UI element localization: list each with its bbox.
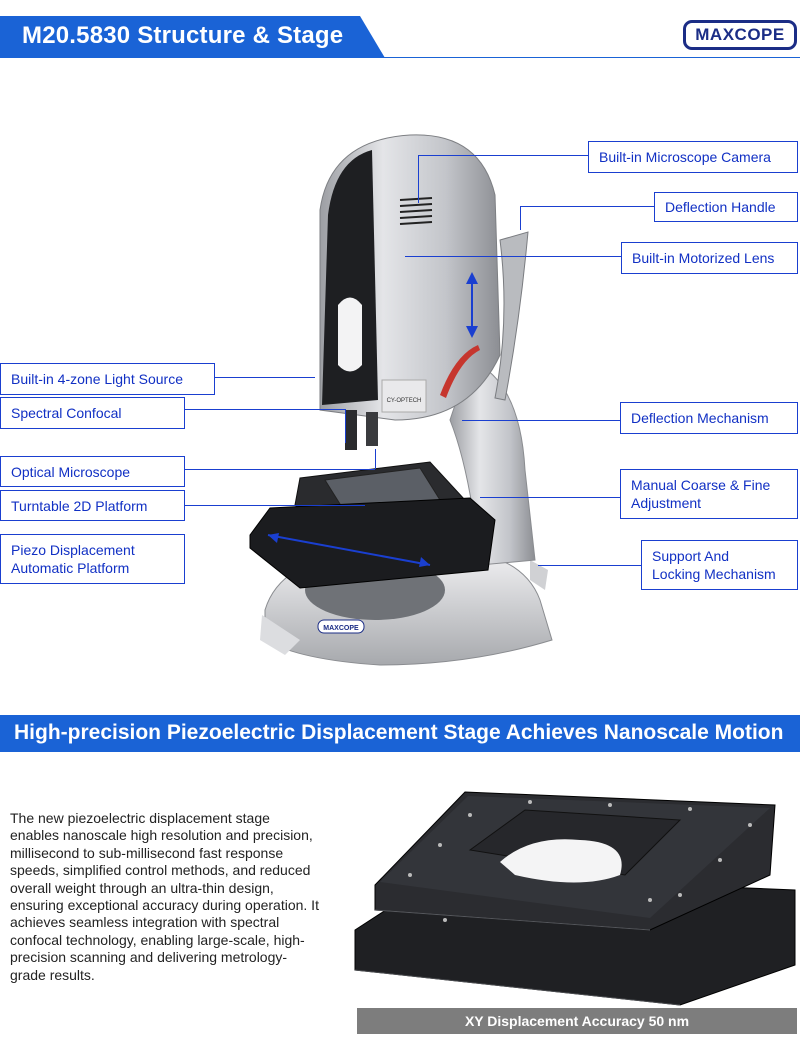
piezo-arrow bbox=[267, 534, 431, 566]
page-title: M20.5830 Structure & Stage bbox=[22, 22, 344, 49]
header-divider bbox=[0, 57, 800, 58]
callout-text-line2: Adjustment bbox=[631, 495, 702, 511]
leader-optical-v bbox=[375, 449, 376, 469]
callout-support-locking: Support And Locking Mechanism bbox=[641, 540, 798, 590]
leader-confocal-v bbox=[345, 409, 346, 443]
callout-turntable-platform: Turntable 2D Platform bbox=[0, 490, 185, 521]
leader-confocal-h bbox=[185, 409, 345, 410]
leader-handle-v bbox=[520, 206, 521, 230]
leader-turntable bbox=[185, 505, 365, 506]
callout-deflection-handle: Deflection Handle bbox=[654, 192, 798, 222]
callout-text: Turntable 2D Platform bbox=[11, 497, 148, 514]
head-black-panel bbox=[322, 150, 378, 405]
side-brand-text: CY-OPTECH bbox=[387, 398, 422, 404]
callout-microscope-camera: Built-in Microscope Camera bbox=[588, 141, 798, 173]
accuracy-caption: XY Displacement Accuracy 50 nm bbox=[357, 1008, 797, 1034]
callout-text: Spectral Confocal bbox=[11, 405, 122, 421]
callout-motorized-lens: Built-in Motorized Lens bbox=[621, 242, 798, 274]
stage-edge-highlight-lower bbox=[354, 969, 681, 1006]
section-banner-title: High-precision Piezoelectric Displacemen… bbox=[14, 721, 784, 744]
base-logo-plate bbox=[317, 619, 365, 634]
header-tab: M20.5830 Structure & Stage bbox=[0, 16, 385, 58]
leader-lens bbox=[405, 256, 621, 257]
head-white-disc bbox=[338, 297, 362, 372]
logo-text: MAXCOPE bbox=[695, 25, 785, 44]
base-foot-left bbox=[260, 615, 300, 655]
callout-text-line1: Piezo Displacement bbox=[11, 542, 135, 558]
leader-light bbox=[215, 377, 315, 378]
callout-text: Optical Microscope bbox=[11, 463, 131, 480]
objective-right bbox=[366, 412, 378, 446]
leader-adjust-h bbox=[480, 497, 620, 498]
leader-deflection bbox=[462, 420, 620, 421]
callout-spectral-confocal: Spectral Confocal bbox=[0, 397, 185, 429]
callout-text-line2: Automatic Platform bbox=[11, 560, 130, 576]
stage-description: The new piezoelectric displacement stage… bbox=[10, 810, 319, 983]
callout-text: Deflection Mechanism bbox=[631, 410, 769, 426]
callout-text: Built-in Microscope Camera bbox=[599, 149, 771, 165]
stage-mount-holes bbox=[408, 800, 752, 922]
callout-piezo-platform: Piezo Displacement Automatic Platform bbox=[0, 534, 185, 584]
maxcope-logo: MAXCOPE bbox=[683, 20, 797, 50]
callout-optical-microscope: Optical Microscope bbox=[0, 456, 185, 487]
piezo-stage-illustration bbox=[354, 791, 796, 1006]
base-logo-text: MAXCOPE bbox=[323, 625, 359, 632]
leader-camera-h bbox=[418, 155, 588, 156]
piezo-platform bbox=[249, 497, 496, 589]
section-banner: High-precision Piezoelectric Displacemen… bbox=[0, 715, 800, 752]
side-label-plate bbox=[381, 379, 427, 413]
callout-text-line1: Manual Coarse & Fine bbox=[631, 477, 771, 493]
stage-edge-highlight bbox=[374, 909, 651, 931]
callout-light-source: Built-in 4-zone Light Source bbox=[0, 363, 215, 395]
callout-text: Built-in Motorized Lens bbox=[632, 250, 775, 266]
callout-coarse-fine-adjustment: Manual Coarse & Fine Adjustment bbox=[620, 469, 798, 519]
camera-vent bbox=[399, 197, 433, 225]
callout-text: Deflection Handle bbox=[665, 199, 776, 215]
leader-optical-h bbox=[185, 469, 375, 470]
callout-deflection-mechanism: Deflection Mechanism bbox=[620, 402, 798, 434]
leader-handle-h bbox=[520, 206, 654, 207]
microscope-illustration: MAXCOPE CY-OPTECH bbox=[249, 134, 553, 666]
leader-support bbox=[538, 565, 641, 566]
callout-text-line1: Support And bbox=[652, 548, 730, 564]
callout-text: Built-in 4-zone Light Source bbox=[11, 371, 183, 387]
callout-text-line2: Locking Mechanism bbox=[652, 566, 776, 582]
stage-aperture bbox=[500, 839, 622, 883]
objective-left bbox=[345, 410, 357, 450]
leader-camera-v bbox=[418, 155, 419, 203]
head-red-accent bbox=[440, 345, 480, 398]
base-foot-right bbox=[530, 560, 548, 590]
accuracy-caption-text: XY Displacement Accuracy 50 nm bbox=[464, 1013, 690, 1029]
deflection-handle bbox=[494, 231, 529, 401]
